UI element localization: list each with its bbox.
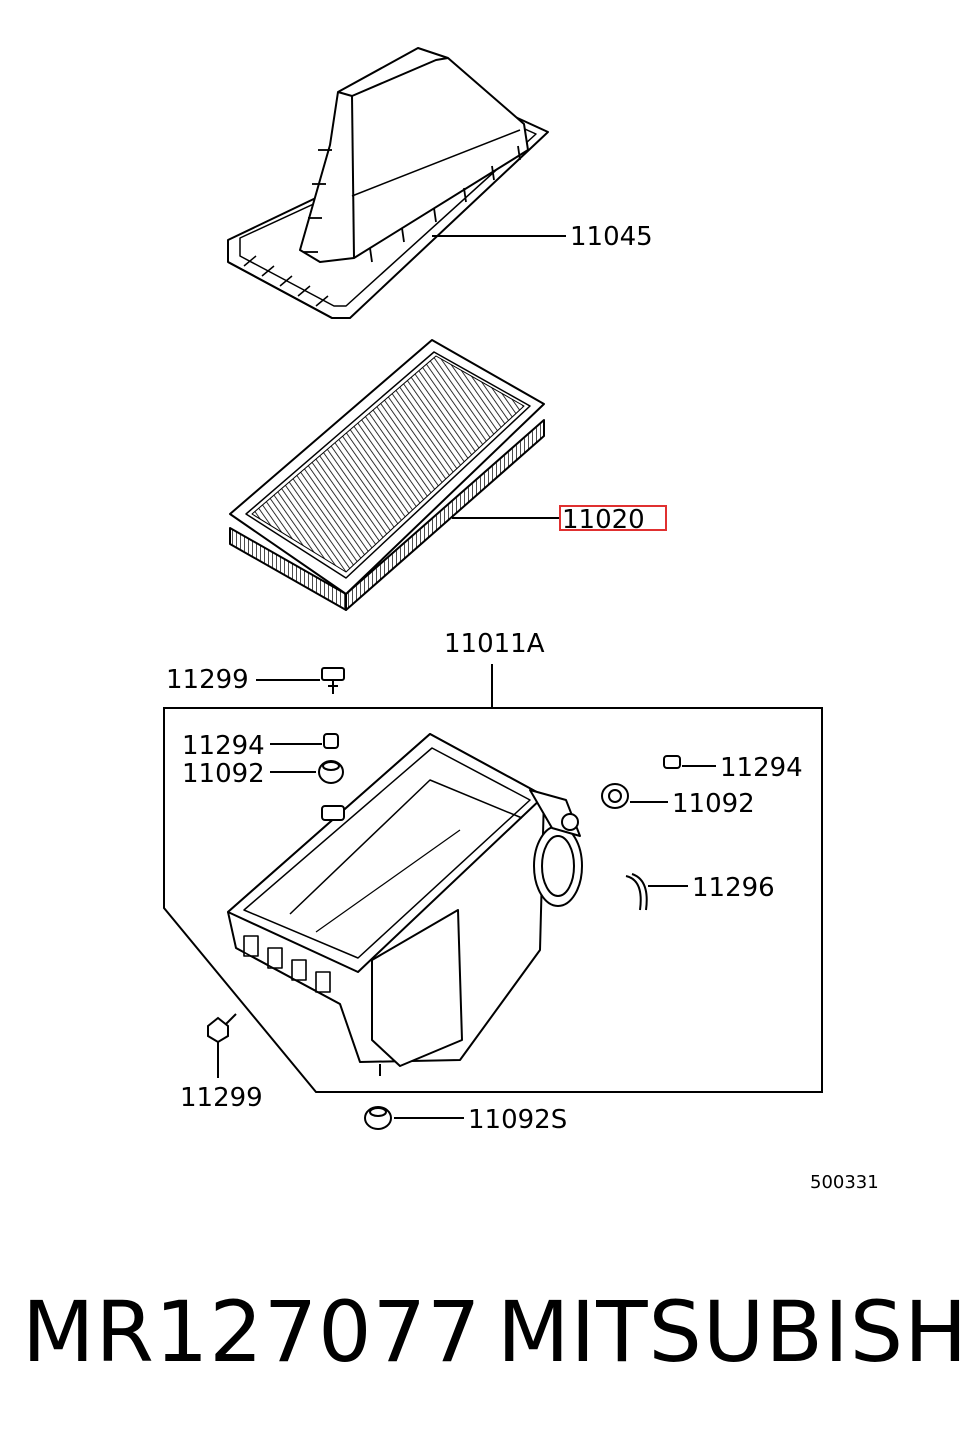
air-cleaner-case [227, 733, 583, 1076]
grommet-icon [318, 760, 344, 784]
grommet-icon [601, 783, 629, 809]
highlight-box-11020 [559, 505, 667, 531]
collar-icon [663, 755, 681, 769]
callout-11296: 11296 [692, 873, 775, 903]
assembly-boundary [163, 707, 823, 1093]
callout-11294-left: 11294 [182, 731, 265, 761]
callout-11045: 11045 [570, 222, 653, 252]
brand-name: MITSUBISHI [497, 1283, 960, 1381]
callout-11011a: 11011A [444, 629, 545, 659]
bolt-icon [207, 1013, 237, 1044]
callout-11299-top: 11299 [166, 665, 249, 695]
callout-11092s: 11092S [468, 1105, 567, 1135]
figure-reference: 500331 [810, 1172, 879, 1193]
callout-11092-right: 11092 [672, 789, 755, 819]
collar-icon [323, 733, 339, 749]
air-filter-element [229, 339, 545, 611]
callout-11299-bottom: 11299 [180, 1083, 263, 1113]
callout-11092-left: 11092 [182, 759, 265, 789]
bolt-icon [321, 667, 345, 694]
clip-icon [625, 873, 648, 911]
grommet-icon [364, 1106, 392, 1130]
callout-11020: 11020 [562, 505, 645, 535]
air-cleaner-cover [227, 47, 549, 319]
part-number: MR127077 [22, 1283, 482, 1381]
callout-11294-right: 11294 [720, 753, 803, 783]
